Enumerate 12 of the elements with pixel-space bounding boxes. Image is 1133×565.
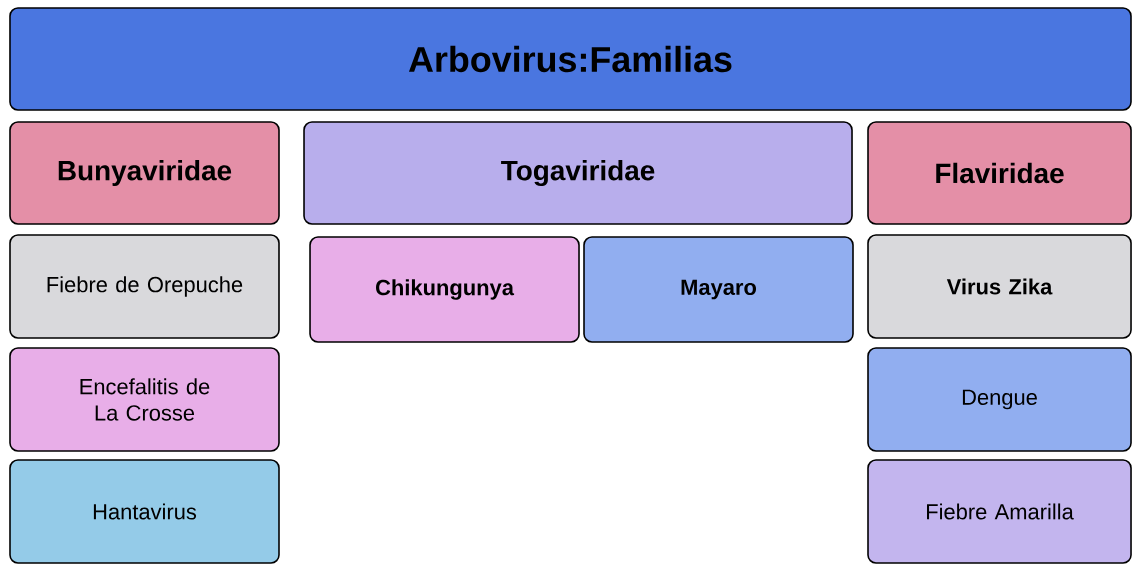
family-box: Bunyaviridae [9, 121, 280, 225]
family-box: Togaviridae [303, 121, 853, 225]
virus-box: Fiebre de Orepuche [9, 234, 280, 339]
virus-box: Fiebre Amarilla [867, 459, 1132, 564]
family-box: Flaviridae [867, 121, 1132, 225]
virus-box: Dengue [867, 347, 1132, 452]
virus-box: Virus Zika [867, 234, 1132, 339]
virus-box: Encefalitis de La Crosse [9, 347, 280, 452]
virus-box: Hantavirus [9, 459, 280, 564]
virus-box: Mayaro [583, 236, 854, 343]
title-banner: Arbovirus:Familias [9, 7, 1132, 111]
virus-box: Chikungunya [309, 236, 580, 343]
